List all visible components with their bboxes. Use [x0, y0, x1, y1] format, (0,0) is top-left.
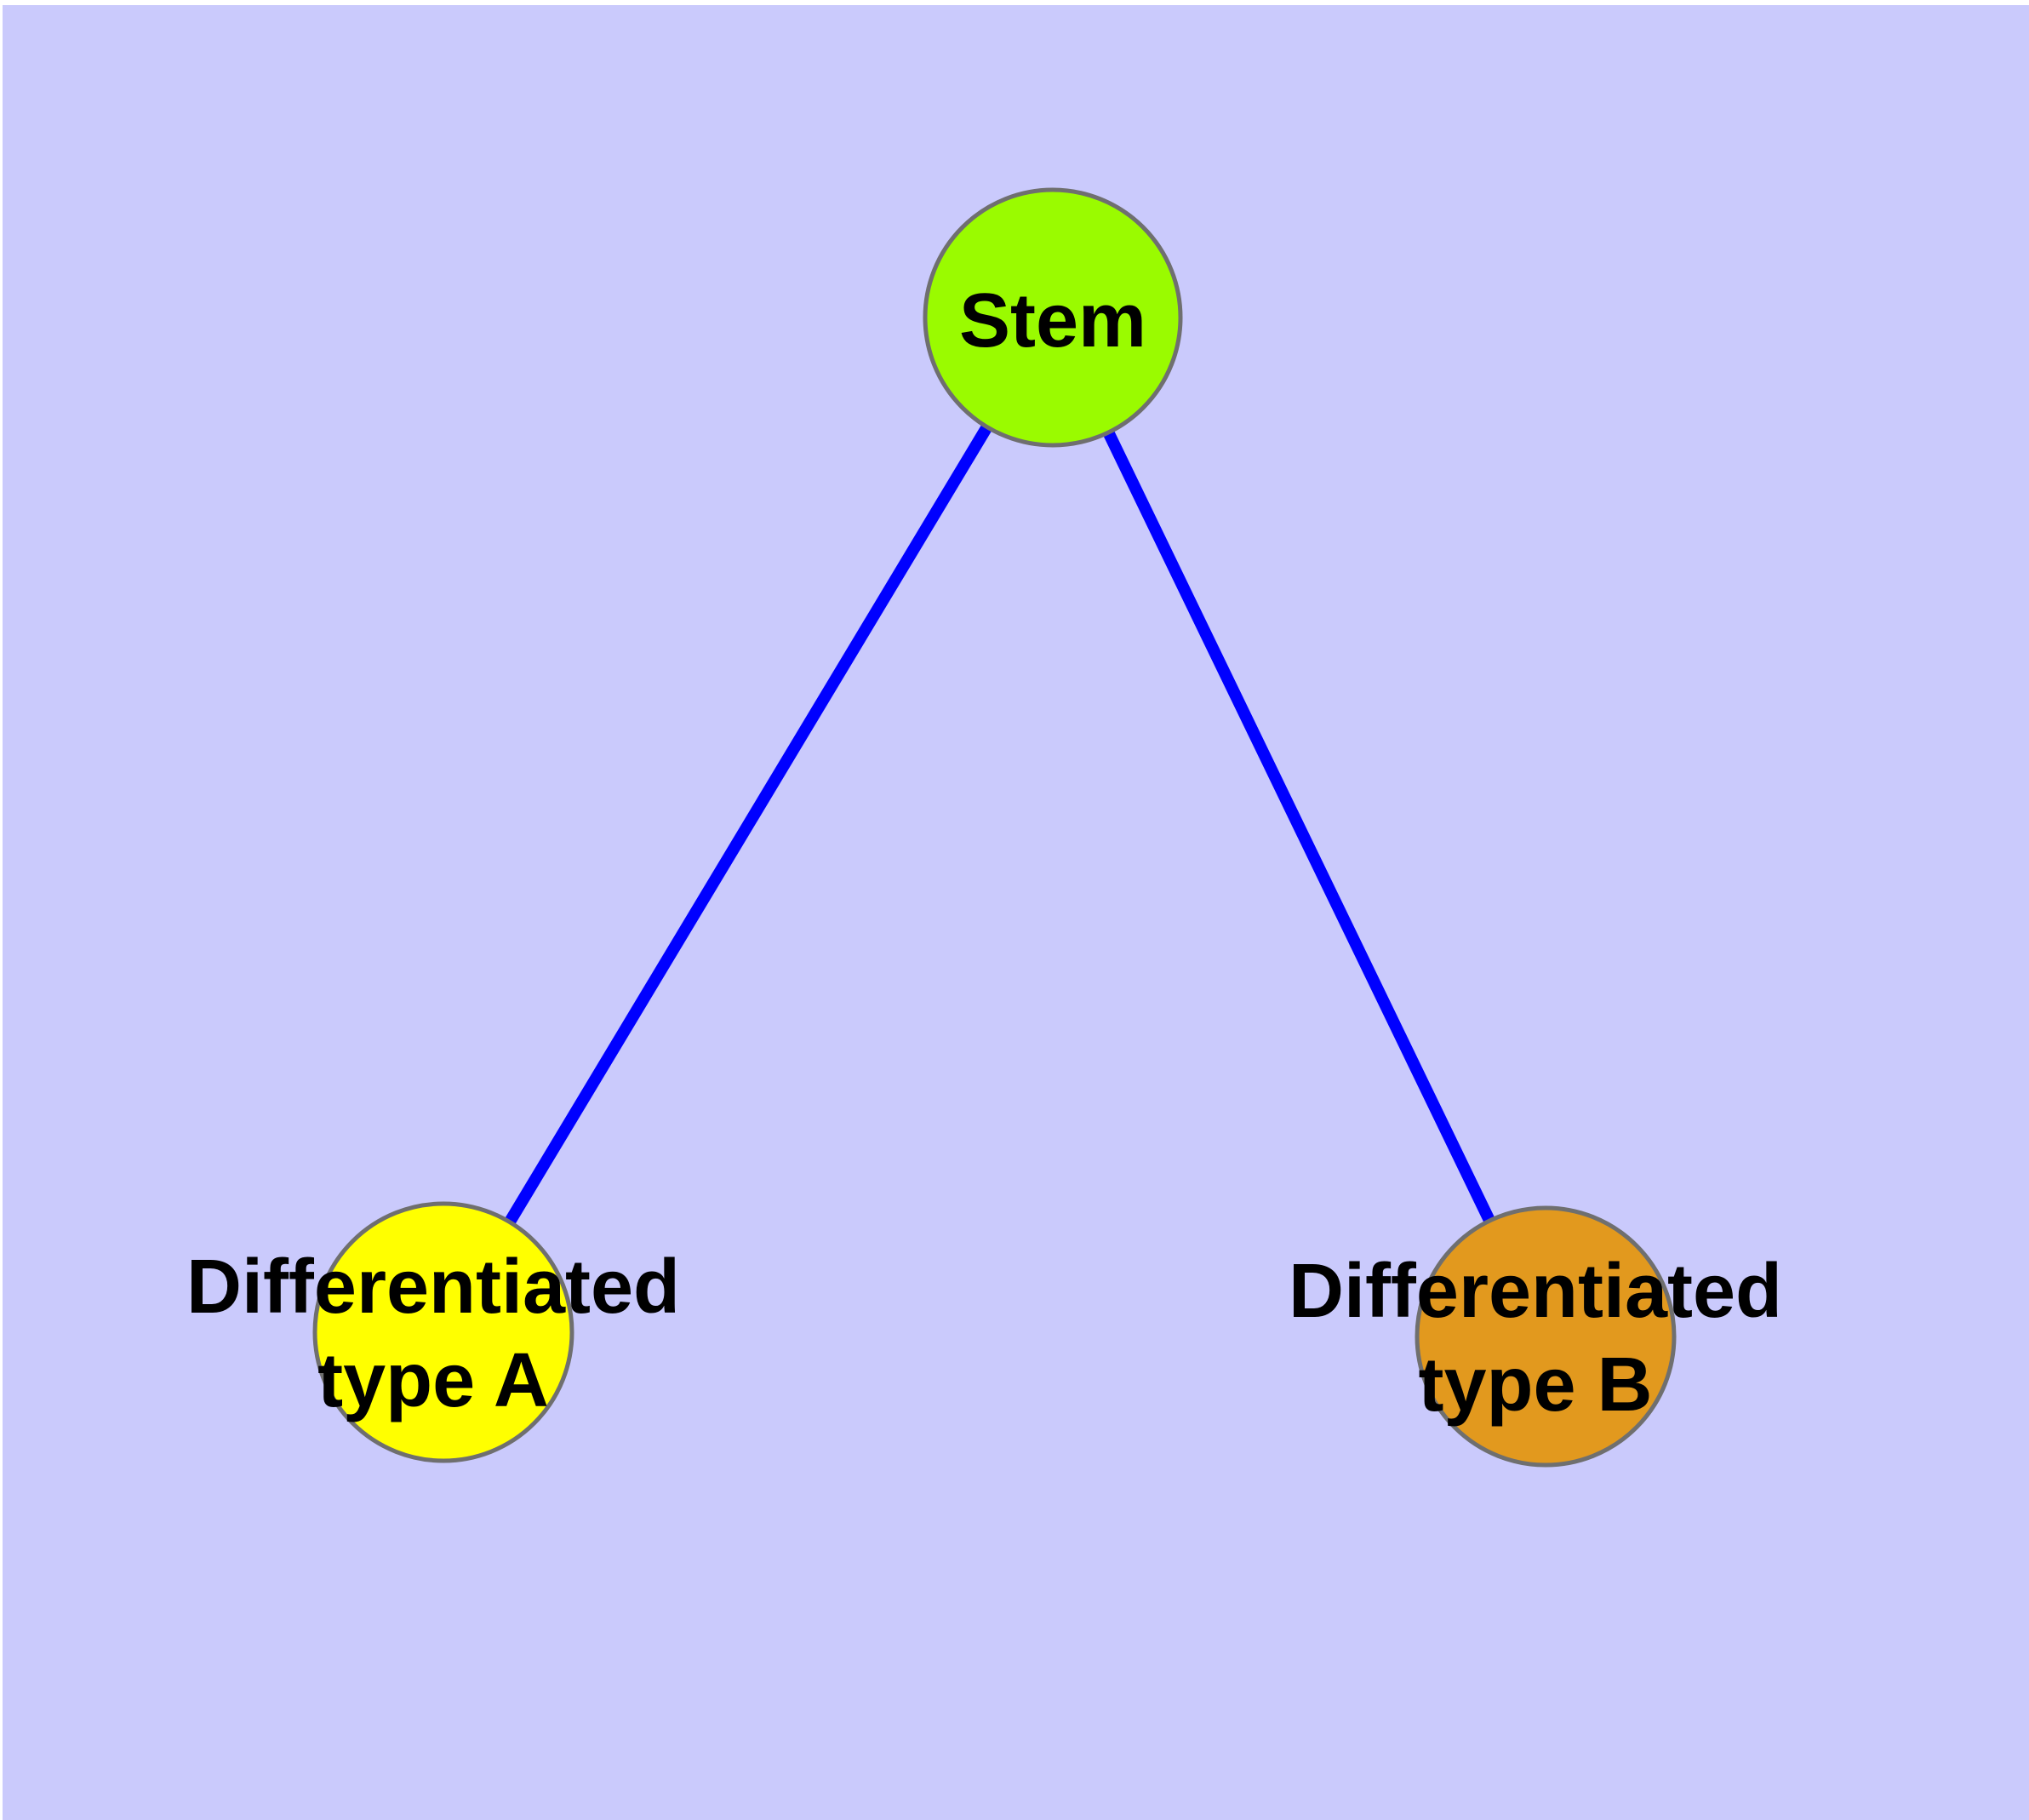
node-stem-circle	[923, 187, 1183, 448]
node-differentiated-type-b-label-line2: type B	[1418, 1342, 1652, 1428]
node-stem: Stem	[923, 187, 1183, 448]
node-differentiated-type-b-label-line1: Differentiated	[1289, 1249, 1782, 1334]
node-differentiated-type-b-circle	[1415, 1205, 1677, 1468]
edge-stem-to-type-a	[437, 314, 1059, 1336]
node-differentiated-type-a: Differentiated type A	[186, 1201, 680, 1463]
node-differentiated-type-a-label-line2: type A	[317, 1338, 549, 1423]
edge-layer	[437, 314, 1552, 1340]
node-differentiated-type-a-label-line1: Differentiated	[186, 1245, 680, 1330]
node-differentiated-type-b: Differentiated type B	[1289, 1205, 1782, 1468]
edge-stem-to-type-b	[1047, 314, 1552, 1340]
node-stem-label: Stem	[959, 278, 1146, 363]
node-differentiated-type-a-circle	[312, 1201, 574, 1463]
